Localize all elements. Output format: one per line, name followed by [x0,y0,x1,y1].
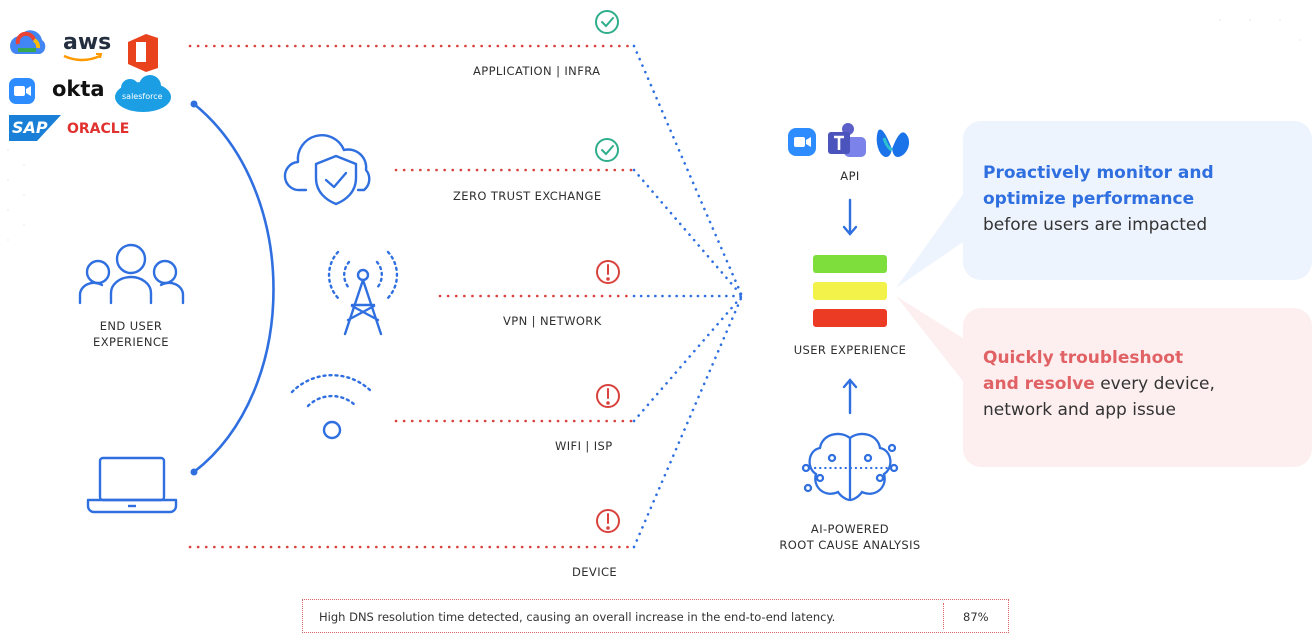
end-user-label: END USER EXPERIENCE [93,319,169,349]
red-connection-lines [188,44,636,549]
google-cloud-icon [9,30,46,54]
arrow-up-icon [842,378,858,415]
troubleshoot-card: Quickly troubleshoot and resolve every d… [963,308,1312,467]
teams-app-icon [828,123,866,157]
okta-logo-text: okta [52,77,105,101]
connection-arc [193,102,275,474]
exclamation-circle-icon [596,384,620,408]
monitor-performance-card: Proactively monitor and optimize perform… [963,121,1312,280]
wifi-icon [290,374,374,440]
experience-bar-good [813,255,887,273]
status-separator [943,603,944,629]
zoom-icon [9,78,35,104]
ai-brain-icon [801,432,899,502]
troubleshoot-card-tail [896,296,966,385]
vpn-network-label: VPN | NETWORK [503,314,602,328]
zero-trust-exchange-label: ZERO TRUST EXCHANGE [453,189,602,203]
end-user-group-icon [78,243,185,305]
confidence-percent: 87% [963,610,989,624]
device-label: DEVICE [572,565,618,579]
salesforce-logo-text: salesforce [122,92,163,101]
zoom-app-icon [788,128,816,156]
arrow-down-icon [842,198,858,236]
blue-converging-lines [632,44,744,549]
office-icon [128,34,158,72]
background-dot-grid [7,19,1301,241]
sap-logo-text: SAP [12,118,48,137]
application-infra-label: APPLICATION | INFRA [473,64,601,78]
ai-root-cause-label: AI-POWERED ROOT CAUSE ANALYSIS [779,522,921,552]
webex-app-icon [876,129,910,157]
sap-logo [9,115,61,141]
diagnosis-status-bar: High DNS resolution time detected, causi… [302,599,1009,633]
oracle-logo-text: ORACLE [67,121,130,137]
salesforce-logo [115,75,171,112]
monitor-card-tail [896,190,966,288]
wifi-isp-label: WIFI | ISP [555,439,613,453]
exclamation-circle-icon [596,509,620,533]
experience-score-bars [813,255,887,327]
laptop-icon [86,456,178,514]
exclamation-circle-icon [596,260,620,284]
check-circle-icon [595,138,619,162]
aws-logo [63,53,103,62]
api-label: API [840,169,860,183]
cloud-shield-icon [283,134,371,206]
experience-bar-fair [813,282,887,300]
aws-logo-text: aws [63,30,112,55]
radio-tower-icon [327,250,399,336]
diagnosis-message: High DNS resolution time detected, causi… [319,610,836,624]
experience-bar-poor [813,309,887,327]
user-experience-label: USER EXPERIENCE [793,343,907,357]
check-circle-icon [595,10,619,34]
